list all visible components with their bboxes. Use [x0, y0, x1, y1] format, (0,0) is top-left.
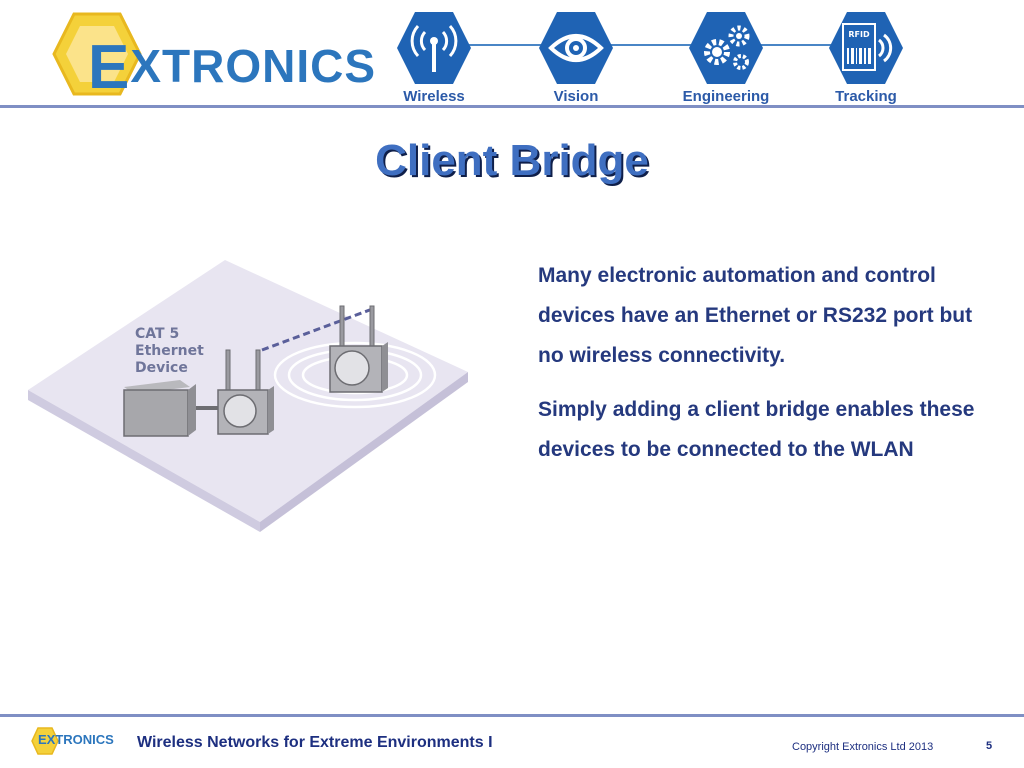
slide-header: EXTRONICS Wireless Vision [0, 0, 1024, 112]
nav-connector-line [430, 44, 870, 46]
header-divider [0, 105, 1024, 108]
slide-title: Client Bridge [375, 136, 649, 185]
body-paragraph: Many electronic automation and control d… [538, 264, 973, 367]
wireless-antenna-icon [397, 12, 471, 84]
nav-item-tracking[interactable]: RFID Tracking [806, 10, 926, 110]
diagram-device-label: CAT 5 Ethernet Device [135, 326, 204, 376]
logo-hexagon-icon [52, 12, 142, 96]
footer-logo-wordmark: EXTRONICS [38, 732, 114, 747]
nav-item-label: Engineering [682, 88, 770, 105]
footer-copyright: Copyright Extronics Ltd 2013 [792, 741, 934, 753]
gears-icon [689, 12, 763, 84]
footer-logo: EXTRONICS [30, 724, 130, 756]
extronics-logo: EXTRONICS [52, 10, 375, 102]
nav-item-vision[interactable]: Vision [516, 10, 636, 110]
rfid-badge-text: RFID [848, 30, 870, 39]
slide-page-number: 5 [986, 740, 993, 752]
nav-item-label: Vision [553, 88, 599, 105]
nav-item-engineering[interactable]: Engineering [666, 10, 786, 110]
client-bridge-device [217, 349, 274, 435]
client-bridge-diagram [28, 260, 468, 532]
logo-wordmark: EXTRONICS [88, 33, 377, 102]
footer-logo-hexagon-icon [31, 727, 59, 755]
footer-divider [0, 714, 1024, 717]
wireless-link-line [261, 306, 376, 352]
nav-item-label: Tracking [835, 88, 897, 105]
nav-item-wireless[interactable]: Wireless [374, 10, 494, 110]
eye-icon [539, 12, 613, 84]
access-point-device [329, 305, 388, 393]
body-paragraph: Simply adding a client bridge enables th… [538, 398, 975, 461]
footer-presentation-title: Wireless Networks for Extreme Environmen… [137, 734, 493, 751]
ethernet-device [123, 380, 196, 437]
slide-body-text: Many electronic automation and control d… [538, 256, 988, 484]
nav-item-label: Wireless [403, 88, 465, 105]
rfid-tag-icon: RFID [829, 12, 903, 84]
